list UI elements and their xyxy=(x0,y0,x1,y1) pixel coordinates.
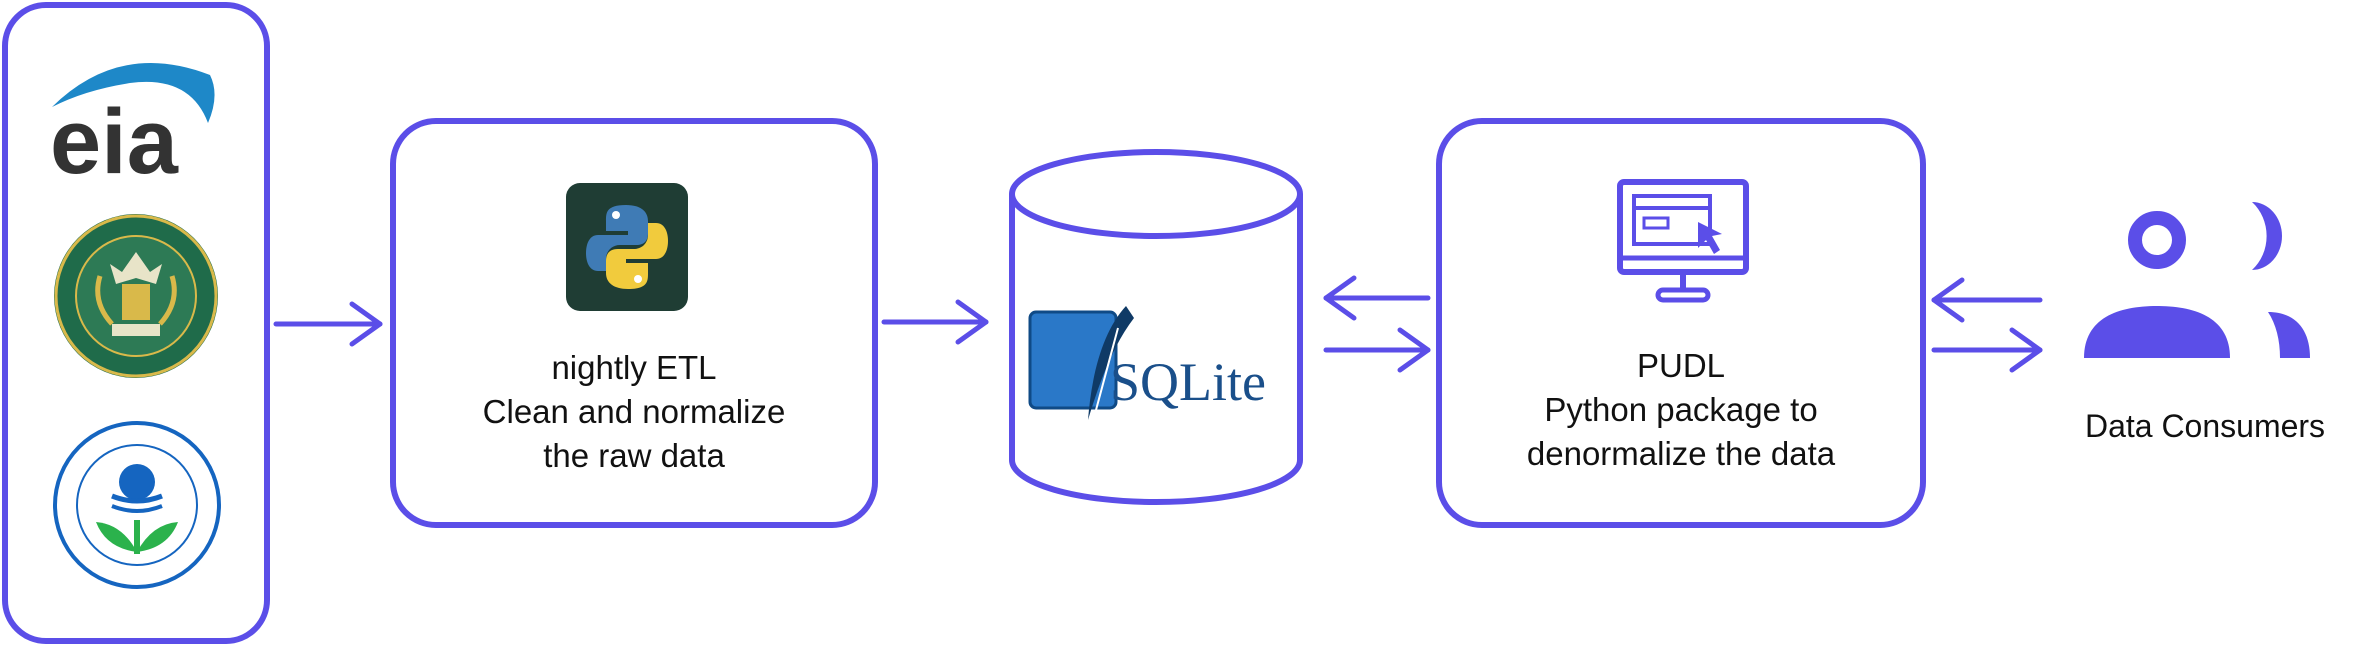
ferc-seal-logo xyxy=(52,212,220,380)
users-icon xyxy=(2084,202,2310,358)
etl-title: nightly ETL xyxy=(551,349,717,386)
pudl-description-line-2: denormalize the data xyxy=(1526,435,1836,472)
database-cylinder-icon xyxy=(1009,149,1303,505)
monitor-click-icon xyxy=(1614,178,1752,308)
arrow-pudl-to-consumers xyxy=(1931,327,2043,373)
eia-swoosh-icon xyxy=(52,62,215,123)
arrow-pudl-to-sqlite xyxy=(1323,275,1431,321)
pudl-box xyxy=(1436,118,1926,528)
pudl-title: PUDL xyxy=(1636,347,1726,384)
eia-logo: eia xyxy=(40,45,230,193)
sqlite-wordmark: SQLite xyxy=(1110,352,1266,412)
arrow-sqlite-to-pudl xyxy=(1323,327,1431,373)
arrow-consumers-to-pudl xyxy=(1931,277,2043,323)
python-logo-icon xyxy=(566,183,688,311)
data-consumers-label: Data Consumers xyxy=(2084,408,2326,444)
arrow-sources-to-etl xyxy=(273,301,383,347)
pudl-description-line-1: Python package to xyxy=(1544,391,1818,428)
etl-description-line-1: Clean and normalize xyxy=(482,393,786,430)
eia-wordmark: eia xyxy=(50,91,179,185)
sqlite-logo-icon xyxy=(1028,306,1134,420)
epa-seal-logo xyxy=(52,420,222,590)
arrow-etl-to-sqlite xyxy=(881,299,989,345)
etl-description-line-2: the raw data xyxy=(543,437,725,474)
